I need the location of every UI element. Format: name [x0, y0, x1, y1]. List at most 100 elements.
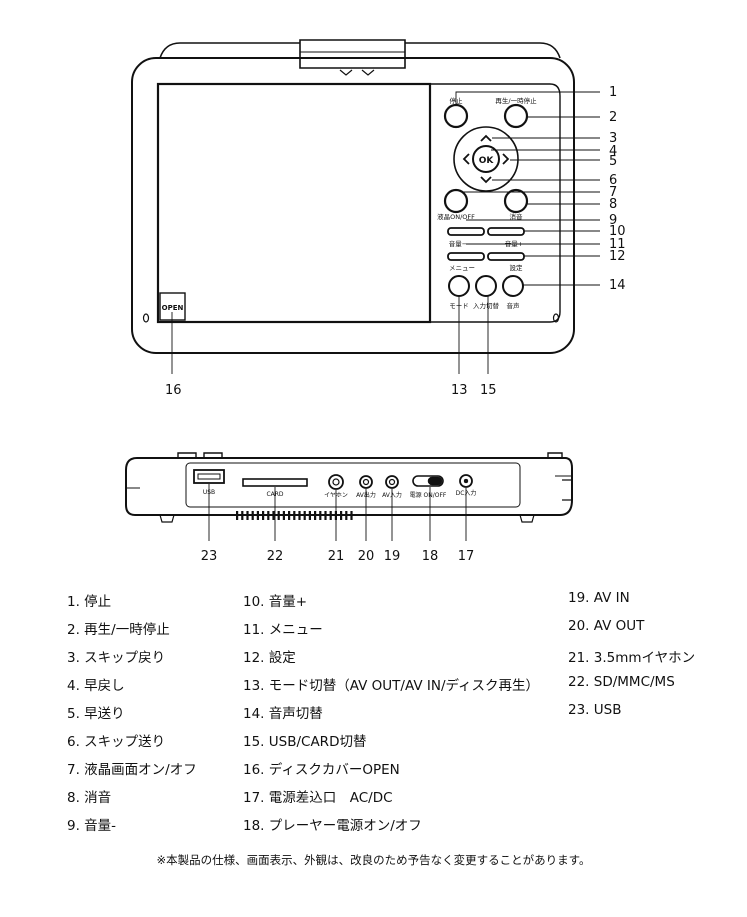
- callout-9: 9: [609, 213, 617, 228]
- port-panel: [185, 462, 521, 508]
- vent-slot: [277, 511, 280, 520]
- legend-item: 6. スキップ送り: [67, 734, 166, 750]
- callout-5: 5: [609, 154, 617, 169]
- vent-slot: [241, 511, 244, 520]
- power-switch[interactable]: [412, 475, 444, 487]
- vent-slot: [267, 511, 270, 520]
- hinge: [299, 39, 406, 69]
- top-bump-left: [159, 42, 300, 59]
- legend-item: 7. 液晶画面オン/オフ: [67, 762, 197, 778]
- legend-item: 9. 音量-: [67, 818, 117, 834]
- card-slot[interactable]: [242, 478, 308, 487]
- callout-14: 14: [609, 278, 626, 293]
- legend-item: 15. USB/CARD切替: [243, 734, 367, 750]
- callout-6: 6: [609, 173, 617, 188]
- side-body: [125, 457, 573, 516]
- vent-slot: [236, 511, 239, 520]
- callout-18: 18: [422, 549, 439, 564]
- menu-label: メニュー: [449, 264, 475, 272]
- device-body: [131, 57, 575, 354]
- vent-slot: [262, 511, 265, 520]
- vent-slots: [236, 511, 353, 520]
- usb-port[interactable]: [193, 469, 225, 484]
- vent-slot: [340, 511, 343, 520]
- callout-8: 8: [609, 197, 617, 212]
- menu-button[interactable]: [447, 252, 485, 261]
- legend-item: 3. スキップ戻り: [67, 650, 166, 666]
- open-button[interactable]: [159, 292, 186, 321]
- vent-slot: [319, 511, 322, 520]
- callout-13: 13: [451, 383, 468, 398]
- vent-slot: [308, 511, 311, 520]
- setup-label: 設定: [510, 263, 524, 272]
- legend-item: 18. プレーヤー電源オン/オフ: [243, 818, 422, 834]
- callout-20: 20: [358, 549, 375, 564]
- audio-button[interactable]: [502, 275, 524, 297]
- legend-item: 17. 電源差込口 AC/DC: [243, 790, 393, 806]
- legend-item: 4. 早戻し: [67, 678, 125, 694]
- legend-item: 5. 早送り: [67, 706, 125, 722]
- callout-12: 12: [609, 249, 626, 264]
- callout-1: 1: [609, 85, 617, 100]
- fast-forward-arrow[interactable]: [502, 153, 510, 165]
- callout-11: 11: [609, 237, 626, 252]
- vent-slot: [293, 511, 296, 520]
- skip-back-arrow[interactable]: [480, 134, 492, 142]
- vol-minus-label: 音量−: [449, 239, 467, 248]
- legend-item: 14. 音声切替: [243, 706, 323, 722]
- audio-label: 音声: [507, 301, 521, 310]
- earphone-jack[interactable]: [328, 474, 344, 490]
- input-label: 入力切替: [473, 301, 500, 310]
- vent-slot: [251, 511, 254, 520]
- footnote: ※本製品の仕様、画面表示、外観は、改良のため予告なく変更することがあります。: [156, 853, 591, 867]
- vent-slot: [282, 511, 285, 520]
- av-in-jack[interactable]: [385, 475, 399, 489]
- lcd-onoff-button[interactable]: [443, 188, 469, 214]
- legend-item: 10. 音量+: [243, 594, 308, 610]
- legend-item: 13. モード切替（AV OUT/AV IN/ディスク再生）: [243, 678, 540, 694]
- skip-forward-arrow[interactable]: [480, 176, 492, 184]
- play-pause-button[interactable]: [503, 103, 529, 129]
- rewind-arrow[interactable]: [462, 153, 470, 165]
- volume-minus-button[interactable]: [447, 227, 485, 236]
- legend-item: 1. 停止: [67, 594, 112, 610]
- stop-button[interactable]: [443, 103, 469, 129]
- vent-slot: [256, 511, 259, 520]
- dpad-ring[interactable]: [453, 126, 519, 192]
- input-switch-button[interactable]: [475, 275, 497, 297]
- callout-4: 4: [609, 144, 617, 159]
- legend-item: 21. 3.5mmイヤホン: [568, 650, 696, 666]
- mute-button[interactable]: [503, 188, 529, 214]
- legend-item: 23. USB: [568, 702, 622, 718]
- ok-button[interactable]: [472, 145, 500, 173]
- volume-plus-button[interactable]: [487, 227, 525, 236]
- power-switch-label: 電源 ON/OFF: [410, 491, 447, 499]
- lcd-screen: [156, 82, 432, 324]
- callout-2: 2: [609, 110, 617, 125]
- callout-10: 10: [609, 224, 626, 239]
- callout-21: 21: [328, 549, 345, 564]
- vent-slot: [288, 511, 291, 520]
- ok-label: OK: [479, 156, 495, 166]
- legend-item: 2. 再生/一時停止: [67, 622, 170, 638]
- setup-button[interactable]: [487, 252, 525, 261]
- legend-item: 16. ディスクカバーOPEN: [243, 762, 400, 778]
- legend-item: 12. 設定: [243, 650, 296, 666]
- vent-slot: [350, 511, 353, 520]
- legend-item: 11. メニュー: [243, 622, 323, 638]
- side-view: [125, 452, 573, 523]
- vent-slot: [246, 511, 249, 520]
- vent-slot: [345, 511, 348, 520]
- legend-item: 8. 消音: [67, 790, 112, 806]
- callout-3: 3: [609, 131, 617, 146]
- callout-19: 19: [384, 549, 401, 564]
- vent-slot: [324, 511, 327, 520]
- av-out-jack[interactable]: [359, 475, 373, 489]
- mode-button[interactable]: [448, 275, 470, 297]
- callout-16: 16: [165, 383, 182, 398]
- vent-slot: [272, 511, 275, 520]
- dc-in-jack[interactable]: [459, 474, 473, 488]
- callout-17: 17: [458, 549, 475, 564]
- lcd-label: 液晶ON/OFF: [437, 212, 475, 221]
